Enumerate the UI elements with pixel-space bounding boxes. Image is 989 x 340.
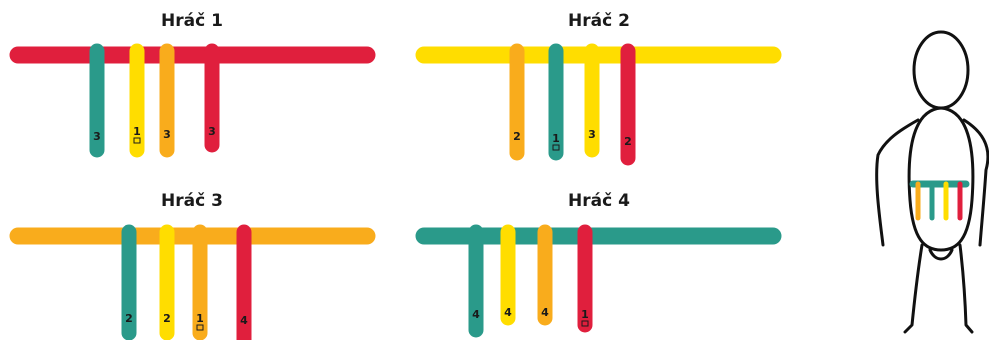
human-figure: [875, 30, 989, 334]
player-3-panel: 2 2 1 4: [9, 224, 376, 340]
figure-left-leg: [903, 243, 924, 334]
cord-label: 3: [163, 128, 171, 141]
cord-label: 4: [504, 306, 512, 319]
mark-icon: [581, 320, 589, 327]
cord-label: 4: [541, 306, 549, 319]
figure-left-arm: [875, 118, 920, 247]
mark-icon: [133, 137, 141, 144]
cord-label: 1: [133, 125, 141, 138]
figure-crotch: [928, 248, 954, 261]
player-3-title: Hráč 3: [161, 191, 223, 211]
mark-icon: [196, 324, 204, 331]
player-4-title: Hráč 4: [568, 191, 630, 211]
player-1-title: Hráč 1: [161, 11, 223, 31]
cord-label: 2: [163, 312, 171, 325]
cord-label: 1: [581, 308, 589, 321]
figure-right-arm: [962, 118, 989, 247]
cord-label: 1: [552, 132, 560, 145]
cord-label: 2: [125, 312, 133, 325]
player-2-title: Hráč 2: [568, 11, 630, 31]
player-4-panel: 4 4 4 1: [415, 224, 782, 338]
cord-label: 3: [93, 130, 101, 143]
figure-head: [912, 30, 970, 110]
cord-label: 1: [196, 312, 204, 325]
cord-label: 2: [624, 135, 632, 148]
player-1-panel: 3 1 3 3: [9, 43, 376, 158]
mark-icon: [552, 144, 560, 151]
cord-label: 4: [472, 308, 480, 321]
player-2-panel: 2 1 3 2: [415, 43, 782, 166]
cord-label: 2: [513, 130, 521, 143]
cord-label: 3: [588, 128, 596, 141]
cord-label: 3: [208, 125, 216, 138]
cord-label: 4: [240, 314, 248, 327]
figure-torso: [907, 106, 975, 252]
figure-right-leg: [958, 243, 974, 334]
